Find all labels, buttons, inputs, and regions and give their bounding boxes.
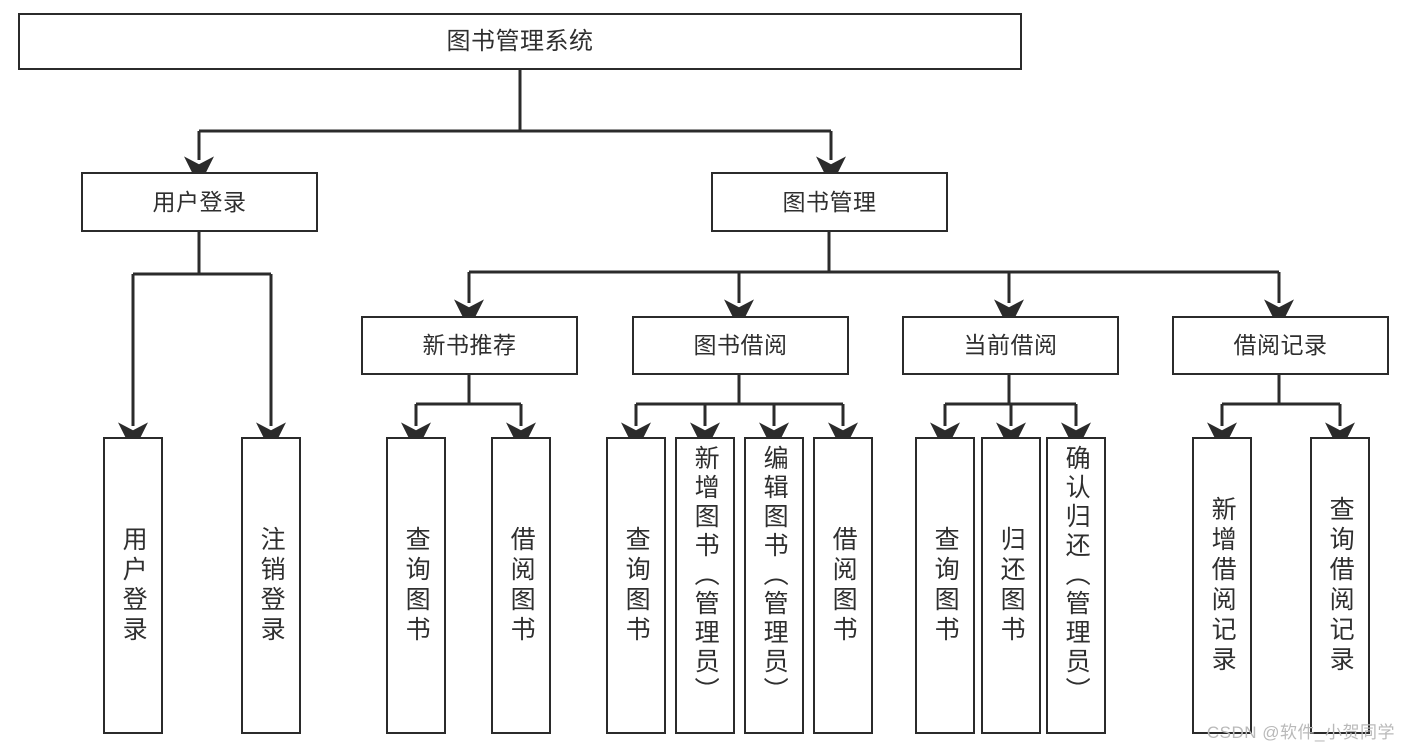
node-label: 借阅图书 bbox=[507, 525, 536, 646]
node-leaf-return-book[interactable]: 归还图书 bbox=[981, 437, 1041, 734]
node-label: 查询图书 bbox=[931, 525, 960, 646]
node-leaf-add-book-admin[interactable]: 新增图书（管理员） bbox=[675, 437, 735, 734]
node-leaf-query-borrow-record[interactable]: 查询借阅记录 bbox=[1310, 437, 1370, 734]
node-leaf-logout-login[interactable]: 注销登录 bbox=[241, 437, 301, 734]
node-label: 新增图书（管理员） bbox=[691, 445, 720, 706]
node-label: 当前借阅 bbox=[963, 332, 1058, 359]
node-label: 查询图书 bbox=[402, 525, 431, 646]
node-label: 用户登录 bbox=[119, 525, 148, 646]
csdn-watermark: CSDN @软件_小贺同学 bbox=[1206, 723, 1395, 742]
node-borrow-record[interactable]: 借阅记录 bbox=[1172, 316, 1389, 375]
node-new-book-recommend[interactable]: 新书推荐 bbox=[361, 316, 578, 375]
node-leaf-edit-book-admin[interactable]: 编辑图书（管理员） bbox=[744, 437, 804, 734]
node-label: 借阅记录 bbox=[1233, 332, 1328, 359]
node-label: 借阅图书 bbox=[829, 525, 858, 646]
node-label: 新书推荐 bbox=[422, 332, 517, 359]
node-current-borrow[interactable]: 当前借阅 bbox=[902, 316, 1119, 375]
node-leaf-confirm-return-admin[interactable]: 确认归还（管理员） bbox=[1046, 437, 1106, 734]
node-label: 用户登录 bbox=[152, 188, 247, 215]
node-label: 新增借阅记录 bbox=[1208, 495, 1237, 676]
node-leaf-add-borrow-record[interactable]: 新增借阅记录 bbox=[1192, 437, 1252, 734]
node-label: 图书借阅 bbox=[693, 332, 788, 359]
node-leaf-user-login[interactable]: 用户登录 bbox=[103, 437, 163, 734]
node-label: 查询借阅记录 bbox=[1326, 495, 1355, 676]
node-leaf-borrow-book-2[interactable]: 借阅图书 bbox=[813, 437, 873, 734]
node-user-login[interactable]: 用户登录 bbox=[81, 172, 318, 232]
node-label: 归还图书 bbox=[997, 525, 1026, 646]
node-label: 确认归还（管理员） bbox=[1062, 445, 1091, 706]
node-leaf-query-book-1[interactable]: 查询图书 bbox=[386, 437, 446, 734]
node-root-book-management-system[interactable]: 图书管理系统 bbox=[18, 13, 1022, 70]
node-leaf-borrow-book-1[interactable]: 借阅图书 bbox=[491, 437, 551, 734]
node-label: 图书管理系统 bbox=[446, 27, 594, 55]
node-label: 图书管理 bbox=[782, 188, 877, 215]
node-leaf-query-book-3[interactable]: 查询图书 bbox=[915, 437, 975, 734]
node-label: 编辑图书（管理员） bbox=[760, 445, 789, 706]
node-book-manage[interactable]: 图书管理 bbox=[711, 172, 948, 232]
node-label: 注销登录 bbox=[257, 525, 286, 646]
node-leaf-query-book-2[interactable]: 查询图书 bbox=[606, 437, 666, 734]
node-label: 查询图书 bbox=[622, 525, 651, 646]
node-book-borrow[interactable]: 图书借阅 bbox=[632, 316, 849, 375]
